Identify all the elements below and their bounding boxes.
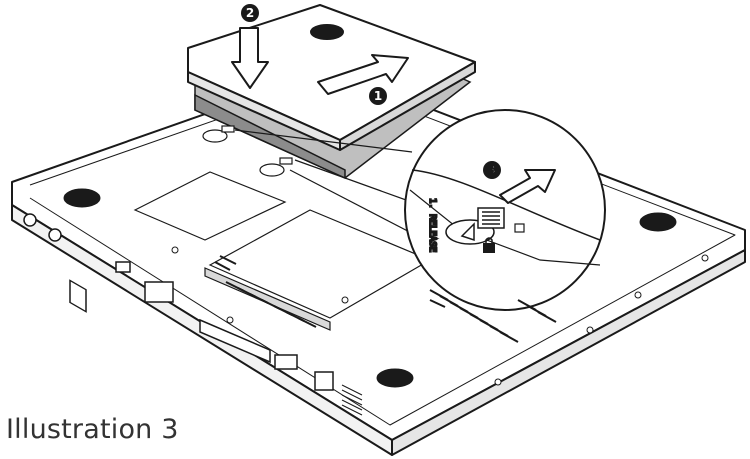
- callout-step3: 3: [483, 161, 501, 179]
- magnifier-circle: 3 1. RELEASE: [404, 109, 606, 311]
- magnifier-leader-lines: [234, 129, 426, 241]
- callout-step2: 2: [241, 4, 259, 22]
- illustration-caption: Illustration 3: [6, 414, 179, 445]
- foot-front-left: [63, 188, 101, 208]
- battery-pack: [187, 4, 476, 151]
- callout-step1-number: 1: [374, 89, 382, 103]
- vent-side: [341, 384, 363, 416]
- arrow-down-icon: [231, 27, 269, 89]
- lock-icon: [483, 237, 495, 253]
- arrow-up-right-icon: [499, 169, 556, 204]
- latch-release-label: 1. RELEASE: [427, 198, 437, 252]
- vent-grille-right: [429, 299, 557, 323]
- callout-step2-number: 2: [246, 6, 254, 20]
- latch-zoomed: [445, 207, 505, 245]
- battery-foot: [310, 24, 344, 40]
- arrow-up-right-icon: [317, 54, 409, 95]
- foot-front-right: [376, 368, 414, 388]
- screws: [171, 246, 709, 386]
- foot-back-right: [639, 212, 677, 232]
- callout-step1: 1: [369, 87, 387, 105]
- vent-grille: [214, 255, 519, 343]
- callout-step3-number: 3: [488, 163, 496, 177]
- side-ports: [23, 213, 363, 416]
- latch-small: [202, 125, 293, 177]
- unlock-icon: [514, 223, 525, 233]
